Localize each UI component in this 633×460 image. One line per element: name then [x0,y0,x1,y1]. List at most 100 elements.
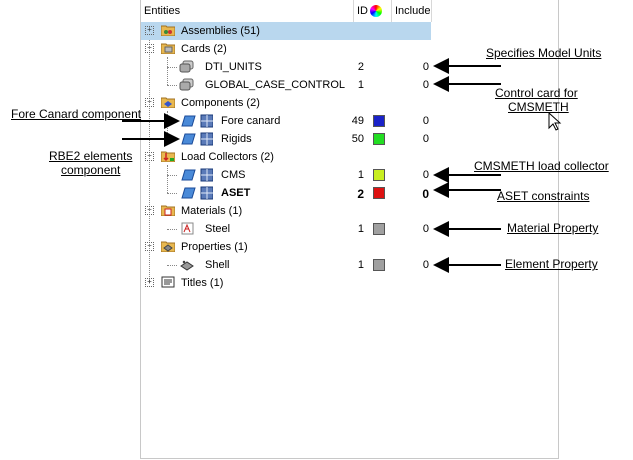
tree-row-assemblies[interactable]: + Assemblies (51) [141,22,431,40]
collapse-toggle-icon[interactable]: − [145,152,154,161]
tree-row-dti-units[interactable]: DTI_UNITS 2 0 [141,58,431,76]
entities-column-header[interactable]: Entities [144,5,181,17]
tree-row-titles[interactable]: + Titles (1) [141,274,431,292]
column-separator[interactable] [353,0,354,22]
component-shading-icon[interactable] [181,132,213,146]
id-value: 2 [357,61,364,73]
color-swatch[interactable] [373,133,385,145]
tree-guide-line [167,165,168,193]
material-folder-icon [161,204,175,216]
mouse-cursor-icon [548,112,562,132]
color-wheel-icon[interactable] [370,5,382,17]
tree-label: Load Collectors (2) [181,151,274,163]
annotation-element-prop: Element Property [505,257,598,271]
tree-row-cards[interactable]: − Cards (2) [141,40,431,58]
include-value: 0 [422,133,429,145]
color-swatch[interactable] [373,115,385,127]
tree-label: DTI_UNITS [205,61,262,73]
tree-row-shell[interactable]: Shell 1 0 [141,256,431,274]
property-folder-icon [161,240,175,252]
column-header: Entities ID Include [141,0,432,23]
tree-guide-line [167,139,177,140]
include-value: 0 [422,169,429,181]
load-collector-shading-icon[interactable] [181,168,213,182]
id-column-header[interactable]: ID [357,5,368,17]
collapse-toggle-icon[interactable]: − [145,98,154,107]
tree-row-steel[interactable]: Steel 1 0 [141,220,431,238]
tree-label: Shell [205,259,230,271]
tree-row-rigids[interactable]: Rigids 50 0 [141,130,431,148]
tree-guide-line [167,121,177,122]
include-value: 0 [422,187,429,201]
tree-row-cms[interactable]: CMS 1 0 [141,166,431,184]
component-folder-icon [161,96,175,108]
id-value: 1 [357,79,364,91]
tree-guide-line [167,193,177,194]
card-icon [179,78,195,91]
tree-guide-line [167,85,177,86]
card-icon [179,60,195,73]
color-swatch[interactable] [373,187,385,199]
collapse-toggle-icon[interactable]: − [145,44,154,53]
annotation-fore-canard: Fore Canard component [11,107,142,121]
annotation-model-units: Specifies Model Units [486,46,602,60]
annotation-aset: ASET constraints [497,189,590,203]
include-value: 0 [422,259,429,271]
include-value: 0 [422,79,429,91]
column-separator[interactable] [431,0,432,22]
tree-guide-line [167,57,168,85]
id-value: 1 [357,169,364,181]
tree-label: Components (2) [181,97,260,109]
tree-row-global-case-control[interactable]: GLOBAL_CASE_CONTROL 1 0 [141,76,431,94]
include-column-header[interactable]: Include [395,5,431,17]
tree-label: Titles (1) [181,277,224,289]
tree-label: Properties (1) [181,241,248,253]
tree-label: Rigids [221,133,252,145]
tree-guide-line [167,265,177,266]
tree-label: Fore canard [221,115,281,127]
card-folder-icon [161,42,175,54]
tree-guide-line [167,229,177,230]
tree-row-aset[interactable]: ASET 2 0 [141,184,431,202]
tree-label: Cards (2) [181,43,227,55]
id-value: 1 [357,223,364,235]
tree-label: CMS [221,169,246,181]
tree-label: Materials (1) [181,205,243,217]
title-folder-icon [161,276,175,288]
id-value: 50 [351,133,364,145]
tree-label: ASET [221,187,251,199]
color-swatch[interactable] [373,223,385,235]
include-value: 0 [422,115,429,127]
color-swatch[interactable] [373,259,385,271]
tree-guide-line [167,67,177,68]
tree-label: Assemblies (51) [181,25,260,37]
tree-row-properties[interactable]: − Properties (1) [141,238,431,256]
annotation-rbe2-line1: RBE2 elements [49,149,133,163]
collapse-toggle-icon[interactable]: − [145,206,154,215]
expand-toggle-icon[interactable]: + [145,278,154,287]
tree-row-components[interactable]: − Components (2) [141,94,431,112]
assembly-folder-icon [161,24,175,36]
annotation-material-prop: Material Property [507,221,599,235]
annotation-control-card-line1: Control card for [495,86,578,100]
load-collector-shading-icon[interactable] [181,186,213,200]
id-value: 1 [357,259,364,271]
annotation-control-card-line2: CMSMETH [508,100,569,114]
color-swatch[interactable] [373,169,385,181]
component-shading-icon[interactable] [181,114,213,128]
tree-guide-line [167,175,177,176]
tree-row-fore-canard[interactable]: Fore canard 49 0 [141,112,431,130]
include-value: 0 [422,223,429,235]
id-value: 2 [357,187,364,201]
annotation-rbe2-line2: component [61,163,121,177]
expand-toggle-icon[interactable]: + [145,26,154,35]
tree-row-load-collectors[interactable]: − Load Collectors (2) [141,148,431,166]
property-icon [179,258,195,271]
tree-row-materials[interactable]: − Materials (1) [141,202,431,220]
annotation-cmsmeth-lc: CMSMETH load collector [474,159,609,173]
collapse-toggle-icon[interactable]: − [145,242,154,251]
tree-label: Steel [205,223,231,235]
tree-label: GLOBAL_CASE_CONTROL [205,79,345,91]
entity-browser-panel: Entities ID Include + Assemblies (51) − … [140,0,559,459]
column-separator[interactable] [391,0,392,22]
